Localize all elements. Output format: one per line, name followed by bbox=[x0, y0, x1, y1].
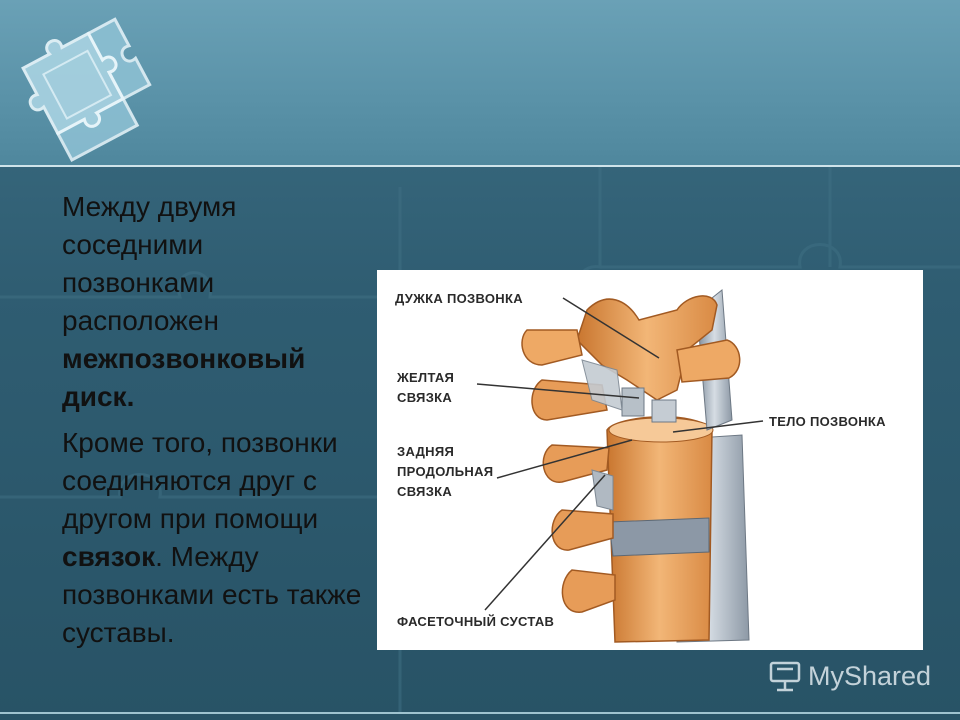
presentation-icon bbox=[769, 661, 801, 692]
footer-divider bbox=[0, 712, 960, 714]
label-vertebral-body: ТЕЛО ПОЗВОНКА bbox=[769, 414, 886, 429]
label-posterior-ligament-line1: ЗАДНЯЯ bbox=[397, 444, 455, 459]
label-yellow-ligament-line1: ЖЕЛТАЯ bbox=[397, 370, 455, 385]
body-text: Между двумя соседними позвонками располо… bbox=[62, 188, 362, 652]
paragraph-ligaments-tail: . Между позвонками есть также суставы. bbox=[62, 541, 362, 648]
header-divider bbox=[0, 165, 960, 167]
term-intervertebral-disc: межпозвонковый диск. bbox=[62, 343, 306, 412]
spine-illustration bbox=[476, 289, 764, 643]
paragraph-ligaments-text: Кроме того, позвонки соединяются друг с … bbox=[62, 427, 338, 534]
label-yellow-ligament-line2: СВЯЗКА bbox=[397, 390, 453, 405]
paragraph-ligaments: Кроме того, позвонки соединяются друг с … bbox=[62, 424, 362, 652]
watermark-text: MyShared bbox=[808, 660, 932, 691]
puzzle-logo-icon bbox=[21, 17, 152, 163]
paragraph-disc: Между двумя соседними позвонками располо… bbox=[62, 188, 362, 416]
term-ligaments: связок bbox=[62, 541, 156, 572]
spine-diagram: ДУЖКА ПОЗВОНКА ЖЕЛТАЯ СВЯЗКА ТЕЛО ПОЗВОН… bbox=[377, 270, 923, 650]
label-posterior-ligament-line2: ПРОДОЛЬНАЯ bbox=[397, 464, 494, 479]
label-facet-joint: ФАСЕТОЧНЫЙ СУСТАВ bbox=[397, 614, 555, 629]
label-vertebral-arch: ДУЖКА ПОЗВОНКА bbox=[395, 291, 523, 306]
watermark: MyShared bbox=[768, 656, 931, 696]
label-posterior-ligament-line3: СВЯЗКА bbox=[397, 484, 453, 499]
paragraph-disc-text: Между двумя соседними позвонками располо… bbox=[62, 191, 237, 336]
header-band bbox=[0, 0, 960, 165]
